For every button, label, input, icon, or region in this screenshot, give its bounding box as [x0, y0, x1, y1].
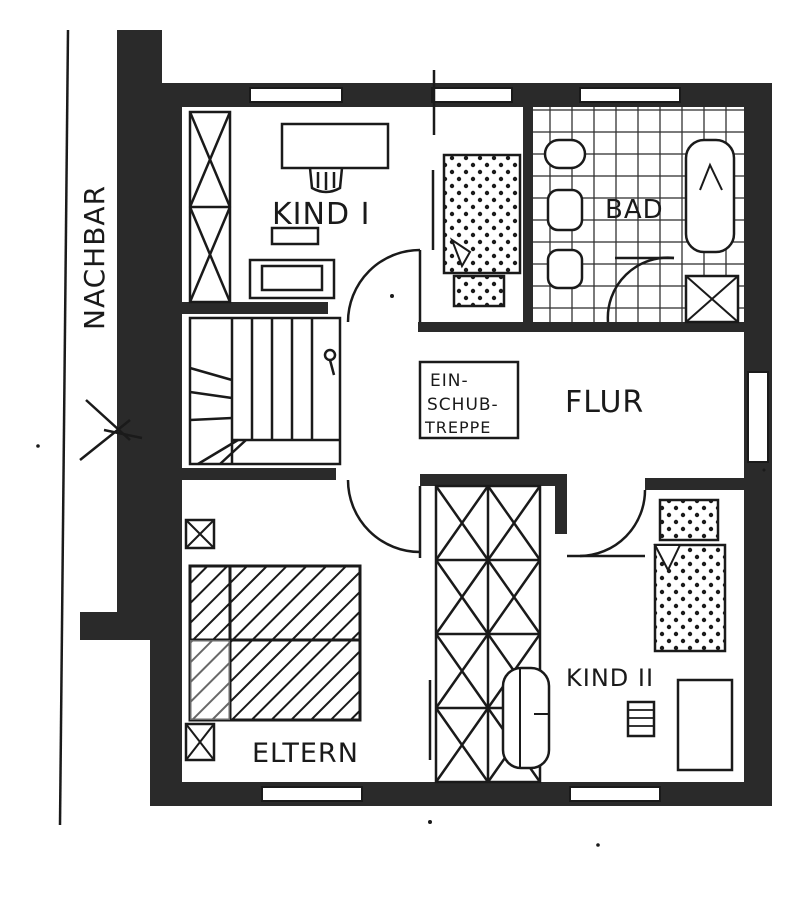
eltern-furniture	[184, 518, 362, 762]
kind1-furniture	[188, 110, 390, 304]
wardrobe	[434, 484, 542, 784]
neighbor-boundary	[58, 29, 70, 826]
interior-walls	[182, 107, 756, 534]
neighbor-label: NACHBAR	[78, 185, 111, 330]
attic-ladder	[418, 360, 520, 440]
kind2-furniture	[501, 498, 734, 772]
room-label-kind1: KIND I	[272, 197, 370, 232]
staircase	[188, 316, 342, 466]
attic-ladder-label-1: EIN-	[430, 371, 469, 391]
room-label-flur: FLUR	[565, 385, 644, 420]
windows	[249, 87, 769, 802]
room-label-eltern: ELTERN	[252, 738, 359, 769]
bathroom	[533, 107, 744, 324]
attic-ladder-label-2: SCHUB-	[427, 395, 499, 415]
room-label-kind2: KIND II	[566, 664, 654, 692]
attic-ladder-label-3: TREPPE	[424, 418, 491, 437]
room-label-bad: BAD	[605, 195, 664, 225]
party-wall	[80, 30, 162, 640]
kind1-bed	[442, 153, 522, 308]
compass-icon	[79, 399, 143, 461]
scan-specks	[36, 294, 766, 847]
